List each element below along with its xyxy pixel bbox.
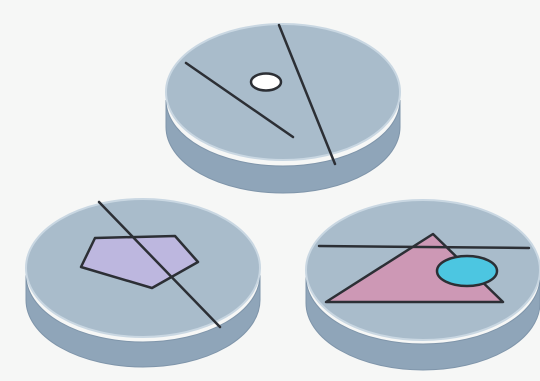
disk-top <box>166 24 400 193</box>
disk-bottom-right <box>306 200 540 370</box>
cyan-ellipse <box>437 256 497 286</box>
disk-bottom-left <box>26 199 260 367</box>
disk-top-face <box>166 24 400 160</box>
white-ellipse <box>251 74 281 91</box>
